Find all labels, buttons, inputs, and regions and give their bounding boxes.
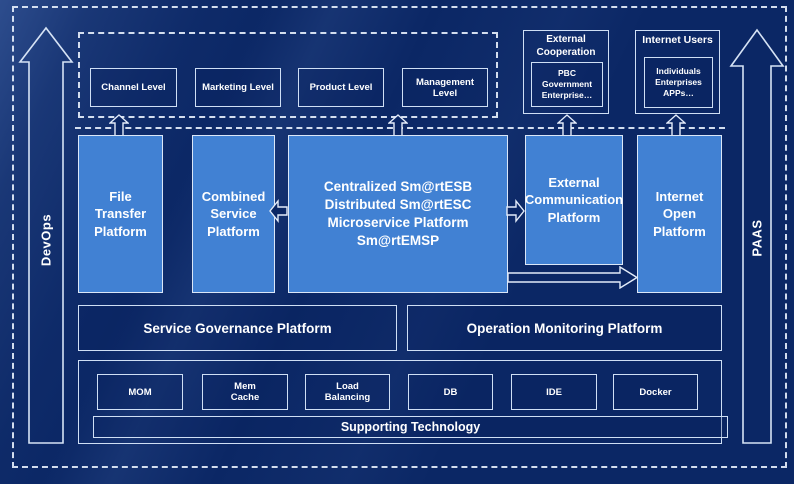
- outer-dashed-frame: [12, 6, 787, 468]
- internet-users-box: Internet Users Individuals Enterprises A…: [635, 30, 720, 114]
- central-line-1: Centralized Sm@rtESB: [323, 179, 473, 195]
- supporting-technology-bar: Supporting Technology: [93, 416, 728, 438]
- service-governance-platform-box: Service Governance Platform: [78, 305, 397, 351]
- up-arrow-icon: [109, 114, 129, 136]
- internet-users-body: Individuals Enterprises APPs…: [644, 57, 713, 108]
- paas-rail-label: PAAS: [749, 219, 765, 257]
- tech-box-load-balancing: Load Balancing: [305, 374, 390, 410]
- tech-box-docker: Docker: [613, 374, 698, 410]
- level-box-marketing: Marketing Level: [195, 68, 281, 107]
- up-arrow-icon: [666, 114, 686, 136]
- flow-arrow-right-icon: [506, 199, 525, 223]
- devops-rail-label: DevOps: [38, 213, 54, 267]
- level-label: Channel Level: [101, 82, 166, 93]
- up-arrow-icon: [388, 114, 408, 136]
- level-box-management: Management Level: [402, 68, 488, 107]
- level-label: Product Level: [309, 82, 373, 93]
- external-communication-platform-box: External Communication Platform: [525, 135, 623, 265]
- file-transfer-platform-box: File Transfer Platform: [78, 135, 163, 293]
- internet-open-platform-box: Internet Open Platform: [637, 135, 722, 293]
- flow-arrow-long-icon: [508, 266, 638, 289]
- external-cooperation-body: PBC Government Enterprise…: [531, 62, 603, 107]
- external-cooperation-title: External Cooperation: [536, 34, 596, 58]
- central-line-2: Distributed Sm@rtESC: [324, 197, 472, 213]
- service-governance-label: Service Governance Platform: [143, 320, 332, 336]
- operation-monitoring-label: Operation Monitoring Platform: [466, 320, 663, 336]
- level-box-channel: Channel Level: [90, 68, 177, 107]
- level-label: Marketing Level: [202, 82, 274, 93]
- technology-group-box: [78, 360, 722, 444]
- tech-box-mem-cache: Mem Cache: [202, 374, 288, 410]
- operation-monitoring-platform-box: Operation Monitoring Platform: [407, 305, 722, 351]
- tech-box-mom: MOM: [97, 374, 183, 410]
- flow-arrow-left-icon: [269, 199, 288, 223]
- level-label: Management Level: [415, 76, 475, 99]
- tech-box-ide: IDE: [511, 374, 597, 410]
- central-esb-platform-box: Centralized Sm@rtESB Distributed Sm@rtES…: [288, 135, 508, 293]
- level-box-product: Product Level: [298, 68, 384, 107]
- supporting-technology-label: Supporting Technology: [340, 420, 481, 434]
- tech-box-db: DB: [408, 374, 493, 410]
- combined-service-platform-box: Combined Service Platform: [192, 135, 275, 293]
- central-line-3: Microservice Platform Sm@rtEMSP: [327, 215, 469, 248]
- up-arrow-icon: [557, 114, 577, 136]
- external-cooperation-box: External Cooperation PBC Government Ente…: [523, 30, 609, 114]
- internet-users-title: Internet Users: [642, 34, 713, 46]
- levels-group-box: [78, 32, 498, 118]
